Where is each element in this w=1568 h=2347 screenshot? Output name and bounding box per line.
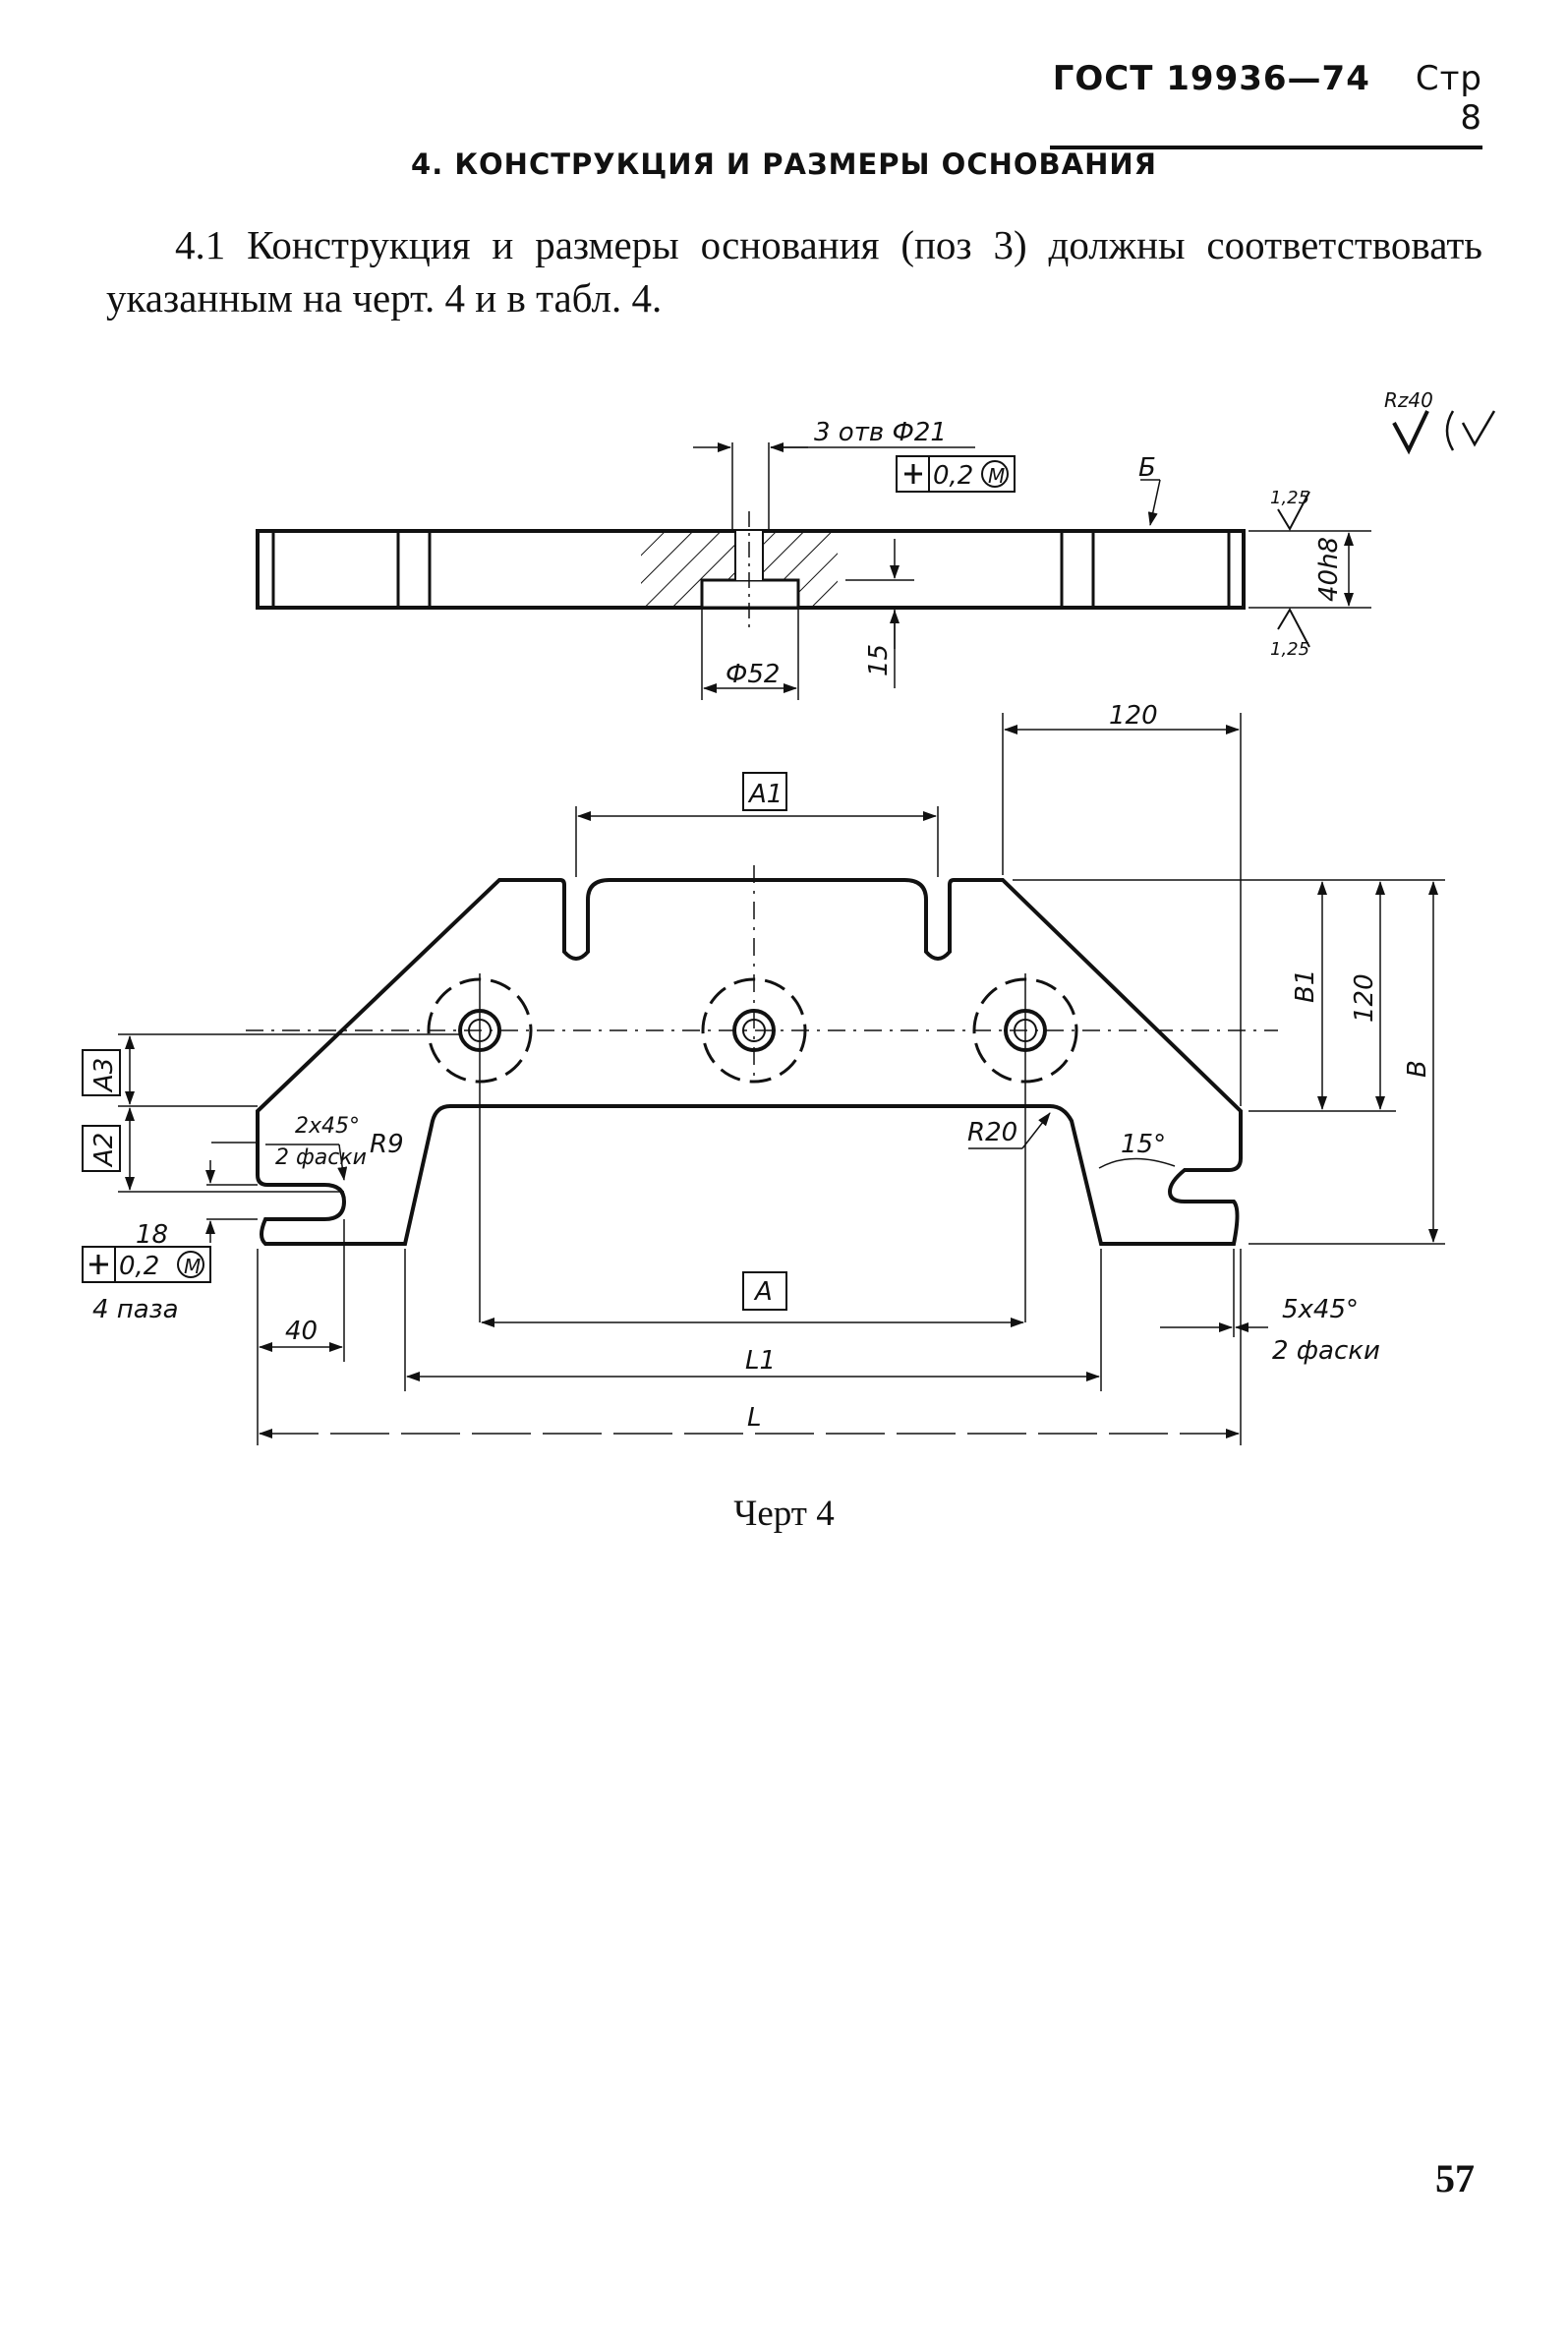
label-tolerance-top-mod: M — [988, 464, 1005, 488]
section-title: 4. КОНСТРУКЦИЯ И РАЗМЕРЫ ОСНОВАНИЯ — [411, 147, 1157, 181]
hole-left — [427, 977, 533, 1084]
hole-center — [701, 977, 807, 1084]
label-r9: R9 — [370, 1130, 404, 1159]
technical-drawing: Rz40 3 отв Ф21 0,2 M Б 1,25 1,25 40h8 Ф5… — [82, 388, 1496, 1445]
label-slot18: 18 — [136, 1220, 168, 1250]
page-header: ГОСТ 19936—74 Стр 8 — [1050, 59, 1482, 149]
label-a: A — [753, 1277, 773, 1307]
drawing-labels: Rz40 3 отв Ф21 0,2 M Б 1,25 1,25 40h8 Ф5… — [89, 388, 1433, 1433]
label-chamfer-right-sub: 2 фаски — [1272, 1336, 1380, 1366]
label-b1: B1 — [1291, 969, 1320, 1003]
label-dim120-side: 120 — [1350, 973, 1379, 1023]
side-view — [256, 410, 1496, 700]
label-dia52: Ф52 — [726, 660, 780, 689]
label-tolerance-slot-mod: M — [184, 1255, 201, 1278]
label-l1: L1 — [745, 1346, 776, 1376]
label-dim15: 15 — [864, 644, 894, 676]
label-a1: A1 — [747, 780, 783, 809]
label-r20: R20 — [967, 1118, 1017, 1147]
label-chamfer-left: 2x45° — [295, 1114, 360, 1139]
label-tolerance-top: 0,2 — [933, 461, 973, 491]
label-surf-bottom: 1,25 — [1270, 639, 1309, 660]
label-thickness: 40h8 — [1314, 537, 1344, 602]
plan-view — [82, 713, 1445, 1445]
figure-caption: Черт 4 — [733, 1494, 835, 1534]
label-dim120-top: 120 — [1109, 701, 1158, 731]
paragraph-4-1: 4.1 Конструкция и размеры основания (поз… — [106, 222, 1482, 321]
standard-number: ГОСТ 19936—74 — [1052, 59, 1370, 98]
label-b: B — [1403, 1060, 1432, 1078]
label-chamfer-right: 5x45° — [1282, 1295, 1359, 1324]
label-surface-b: Б — [1138, 453, 1156, 483]
label-dim40: 40 — [285, 1317, 318, 1346]
label-tolerance-slot: 0,2 — [119, 1252, 159, 1281]
label-chamfer-left-sub: 2 фаски — [275, 1145, 367, 1170]
label-slots: 4 паза — [92, 1295, 179, 1324]
label-a3: A3 — [89, 1058, 119, 1093]
label-holes: 3 отв Ф21 — [814, 418, 947, 447]
label-l: L — [747, 1403, 762, 1433]
hole-right — [972, 977, 1078, 1084]
label-roughness: Rz40 — [1384, 388, 1433, 412]
label-angle15: 15° — [1121, 1130, 1166, 1159]
label-surf-top: 1,25 — [1270, 488, 1309, 508]
page-number: 57 — [1435, 2156, 1475, 2200]
label-a2: A2 — [89, 1133, 119, 1168]
page-label: Стр 8 — [1415, 59, 1482, 138]
